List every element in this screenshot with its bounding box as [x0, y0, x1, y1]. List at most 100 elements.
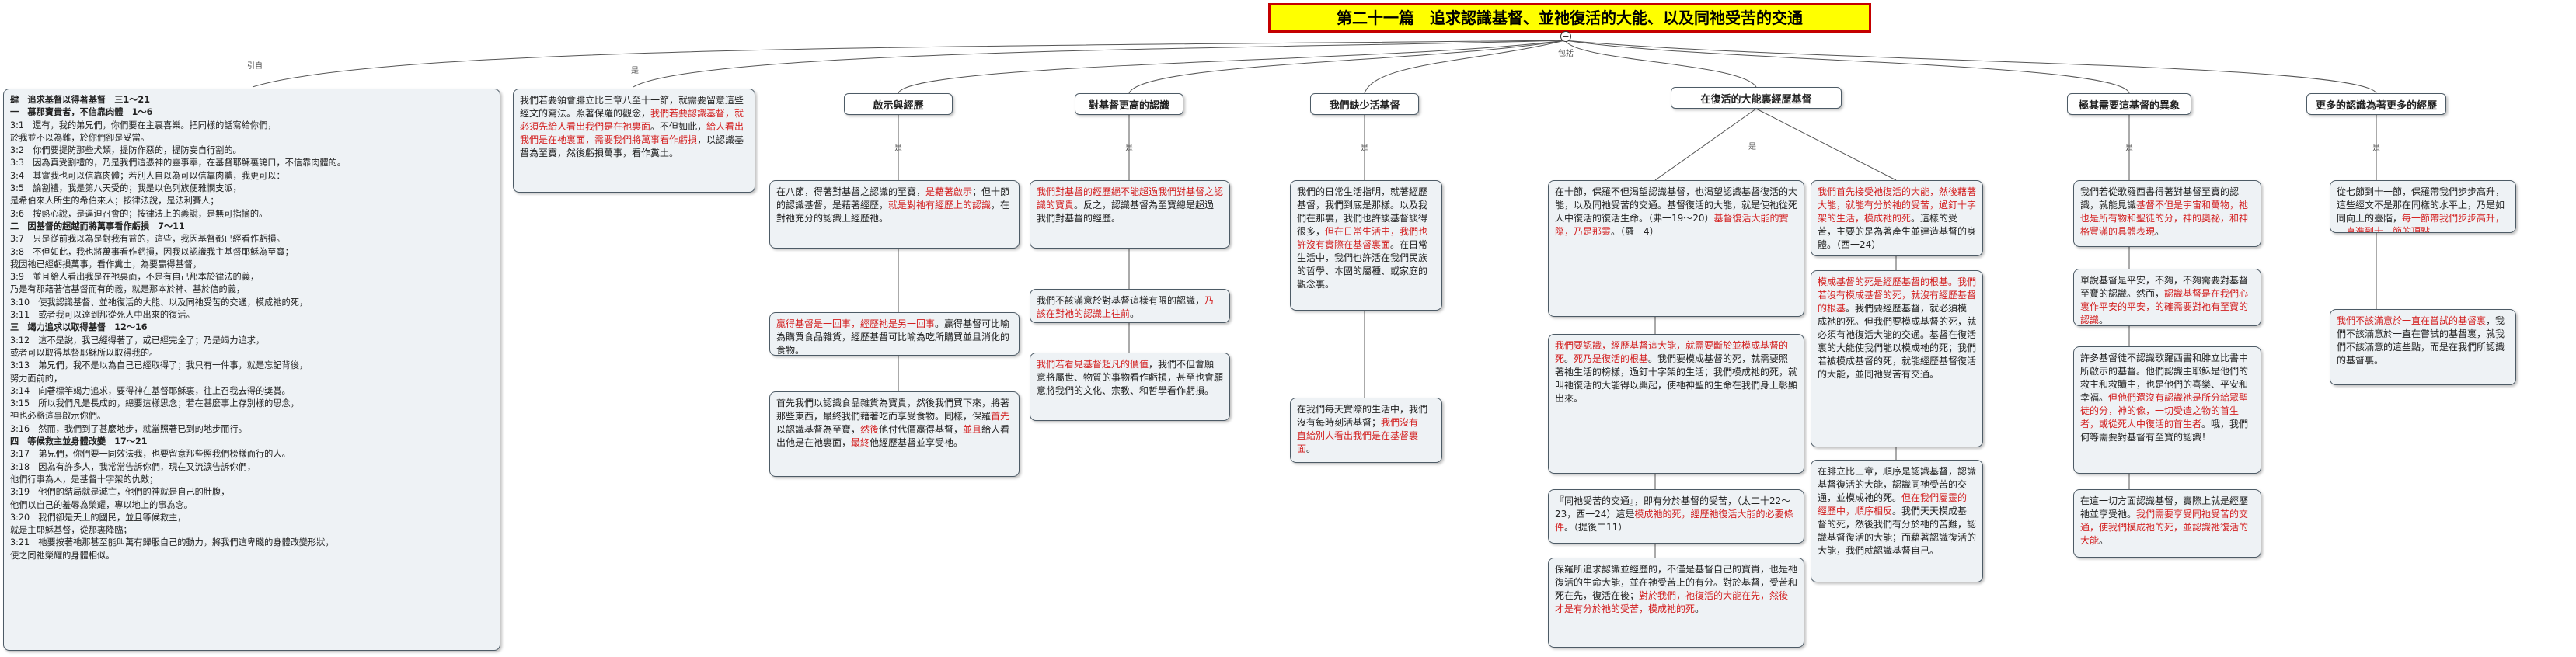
- text-run: 『同祂受苦的交通』，即有分於基督的受苦，（太二十22～23，西一24）這是: [1555, 495, 1791, 520]
- text-run: 我們的日常生活指明，就著經歷基督，我們到底是那樣。以及我們在那裏，我們也許談基督…: [1297, 186, 1428, 237]
- outline-heading: 一 慕那寶貴者，不信靠肉體 1～6: [10, 107, 153, 118]
- note-text: 我們首先接受祂復活的大能，然後藉著大能，就能有分於祂的受苦，過釘十字架的生活，模…: [1818, 186, 1976, 252]
- outline-heading: 肆 追求基督以得著基督 三1～21: [10, 95, 150, 105]
- text-run: 。在日常生活中，我們也許活在我們民族的哲學、本國的屬種、或家庭的觀念裏。: [1297, 239, 1428, 290]
- collapse-icon[interactable]: −: [1560, 31, 1571, 42]
- link-label: 是: [631, 67, 639, 75]
- text-run: 。: [2155, 226, 2165, 237]
- note-text: 我們要認識，經歷基督這大能，就需要斷於並模成基督的死。死乃是復活的根基。我們要模…: [1555, 339, 1797, 405]
- note-box: 模成基督的死是經歷基督的根基。我們若沒有模成基督的死，就沒有經歷基督的根基。我們…: [1811, 270, 1983, 447]
- note-text: 首先我們以認識食品雜貨為寶貴，然後我們買下來，將著那些東西，最終我們藉著吃而享受…: [776, 397, 1013, 450]
- highlight-text: 我們沒有一直給別人看出我們是在基督裏面: [1297, 417, 1428, 454]
- verse-line: 3:6 按熱心說，是逼迫召會的；按律法上的義說，是無可指摘的。: [10, 208, 268, 219]
- note-text: 單說基督是平安，不夠，不夠需要對基督至寶的認識。然而，認識基督是在我們心裏作平安…: [2080, 274, 2254, 325]
- note-text: 從七節到十一節，保羅帶我們步步高升，這些經文不是那在同樣的水平上，乃是如同向上的…: [2337, 186, 2509, 233]
- note-box: 在十節，保羅不但渴望認識基督，也渴望認識基督復活的大能，以及同祂受苦的交通。基督…: [1548, 180, 1804, 317]
- highlight-text: 模成基督的死是經歷基督的根基。我們若沒有模成基督的死，就沒有經歷基督的根基: [1818, 276, 1977, 314]
- text-run: 在這一切方面認識基督，實際上就是經歷祂並享受祂。: [2080, 495, 2249, 520]
- note-text: 許多基督徒不認識歌羅西書和腓立比書中所啟示的基督。他們認識主耶穌是他們的救主和救…: [2080, 352, 2254, 444]
- note-text: 我們若要領會腓立比三章八至十一節，就需要留意這些經文的寫法。照著保羅的觀念，我們…: [520, 94, 748, 160]
- text-run: ，在對祂充分的認識上經歷祂。: [776, 200, 1010, 224]
- outline-heading: 四 等候救主並身體改變 17～21: [10, 436, 148, 447]
- text-run: 。: [1695, 603, 1705, 614]
- text-run: 。不但如此，: [650, 121, 707, 132]
- heading-higher-knowledge: 對基督更高的認識: [1075, 93, 1183, 115]
- text-run: 他經歷基督並享受祂。: [870, 437, 964, 448]
- highlight-text: 但他們還沒有認識祂是所分給眾聖徒的分，神的像，一切受造之物的首生者，或從死人中復…: [2080, 392, 2249, 429]
- verse-line: 3:11 或者我可以達到那從死人中出來的復活。: [10, 310, 195, 321]
- text-run: 保羅所追求認識並經歷的，不僅是基督自己的寶貴，也是祂復活的生命大能，並在祂受苦上…: [1555, 564, 1798, 601]
- verse-line: 3:14 向著標竿竭力追求，要得神在基督耶穌裏，往上召我去得的獎賞。: [10, 385, 291, 396]
- highlight-text: 基督復活大能的實際，乃是那靈: [1555, 213, 1789, 237]
- note-text: 我們若從歌羅西書得著對基督至寶的認識，就能見識基督不但是宇宙和萬物，祂也是所有物…: [2080, 186, 2254, 238]
- note-box: 從七節到十一節，保羅帶我們步步高升，這些經文不是那在同樣的水平上，乃是如同向上的…: [2330, 180, 2516, 233]
- highlight-text: 我們要認識，經歷基督這大能，就需要斷於並模成基督的死: [1555, 340, 1789, 364]
- text-run: 。（羅一4）: [1611, 226, 1659, 237]
- note-text: 我們若看見基督超凡的價值，我們不但會願意將屬世、物質的事物看作虧損，甚至也會願意…: [1037, 358, 1223, 398]
- verse-line: 或者可以取得基督耶穌所以取得我的。: [10, 347, 159, 358]
- note-text: 在十節，保羅不但渴望認識基督，也渴望認識基督復活的大能，以及同祂受苦的交通。基督…: [1555, 186, 1797, 238]
- note-box: 我們不該滿意於一直在嘗試的基督裏，我們不該滿意於一直在嘗試的基督裏，就我們不該滿…: [2330, 309, 2516, 385]
- text-run: 。: [2099, 315, 2109, 325]
- text-run: 。我們天天模成基督的死，然後我們有分於祂的苦難，認識基督復活的大能；而藉著認識復…: [1818, 506, 1977, 556]
- verse-line: 3:16 然而，我們到了甚麼地步，就當照著已到的地步而行。: [10, 423, 247, 434]
- heading-more-knowledge: 更多的認識為著更多的經歷: [2306, 93, 2446, 115]
- link-label: 是: [1361, 144, 1368, 153]
- text-run: 。哦，我們何等需要對基督有至寶的認識！: [2080, 419, 2249, 443]
- verse-line: 3:13 弟兄們，我不是以為自己已經取得了；我只有一件事，就是忘記背後，: [10, 360, 308, 371]
- text-run: 在八節，得著對基督之認識的至寶，: [776, 186, 926, 197]
- outline-heading: 二 因基督的超越而將萬事看作虧損 7～11: [10, 221, 185, 231]
- text-run: 我們不該滿意於對基督這樣有限的認識，: [1037, 295, 1205, 306]
- note-text: 贏得基督是一回事，經歷祂是另一回事。贏得基督可比喻為購買食品雜貨，經歷基督可比喻…: [776, 318, 1013, 356]
- verse-line: 3:17 弟兄們，你們要一同效法我，也要留意那些照我們榜樣而行的人。: [10, 449, 291, 460]
- verse-line: 3:4 其實我也可以信靠肉體；若別人自以為可以信靠肉體，我更可以：: [10, 170, 285, 181]
- text-run: 。我們要經歷基督，就必須模成祂的死。但我們要模成基督的死，就必須有祂復活大能的交…: [1818, 303, 1977, 380]
- note-text: 我們的日常生活指明，就著經歷基督，我們到底是那樣。以及我們在那裏，我們也許談基督…: [1297, 186, 1435, 291]
- text-run: ，我們不但會願意將屬世、物質的事物看作虧損，甚至也會願意將我們的文化、宗教、和哲…: [1037, 359, 1224, 396]
- heading-revelation-experience: 啟示與經歷: [844, 93, 953, 115]
- note-box: 『同祂受苦的交通』，即有分於基督的受苦，（太二十22～23，西一24）這是模成祂…: [1548, 489, 1804, 544]
- note-box: 在這一切方面認識基督，實際上就是經歷祂並享受祂。我們需要享受同祂受苦的交通，使我…: [2073, 489, 2261, 558]
- highlight-text: 我們對基督的經歷絕不能超過我們對基督之認識的寶貴: [1037, 186, 1224, 210]
- verse-line: 3:12 這不是說，我已經得著了，或已經完全了；乃是竭力追求，: [10, 335, 265, 346]
- note-box: 在我們每天實際的生活中，我們沒有每時刻活基督；我們沒有一直給別人看出我們是在基督…: [1290, 398, 1442, 463]
- verse-line: 努力面前的，: [10, 373, 63, 384]
- text-run: 。: [2430, 226, 2440, 233]
- text-run: 我們若要領會腓立比三章八至十一節，就需要留意這些經文的寫法。照著保羅的觀念，: [520, 95, 744, 119]
- text-run: ，我們不該滿意於一直在嘗試的基督裏，就我們不該滿意的這些點，而是在我們所認識的基…: [2337, 315, 2505, 366]
- text-run: 。贏得基督可比喻為購買食品雜貨，經歷基督可比喻為吃所購買並且消化的食物。: [776, 318, 1010, 356]
- note-box: 我們對基督的經歷絕不能超過我們對基督之認識的寶貴。反之，認識基督為至寶總是超過我…: [1030, 180, 1230, 249]
- highlight-text: 但在我們屬靈的經歷中，順序相反: [1818, 492, 1968, 516]
- verse-line: 3:1 還有，我的弟兄們，你們要在主裏喜樂。把同樣的話寫給你們，: [10, 120, 277, 130]
- note-box: 在腓立比三章，順序是認識基督，認識基督復活的大能，認識同祂受苦的交通，並模成祂的…: [1811, 460, 1983, 582]
- highlight-text: 贏得基督是一回事，經歷祂是另一回事: [776, 318, 936, 329]
- note-text: 在我們每天實際的生活中，我們沒有每時刻活基督；我們沒有一直給別人看出我們是在基督…: [1297, 403, 1435, 456]
- intro-note: 我們若要領會腓立比三章八至十一節，就需要留意這些經文的寫法。照著保羅的觀念，我們…: [513, 89, 755, 193]
- highlight-text: 基督不但是宇宙和萬物，祂也是所有物和聖徒的分，神的奧祕，和神格豐滿的具體表現: [2080, 200, 2249, 237]
- note-box: 我們若從歌羅西書得著對基督至寶的認識，就能見識基督不但是宇宙和萬物，祂也是所有物…: [2073, 180, 2261, 247]
- highlight-text: 我們若要認識基督，就必須先給人看出我們是在祂裏面: [520, 108, 744, 132]
- verse-line: 神也必將這事啟示你們。: [10, 411, 106, 422]
- highlight-text: 但在日常生活中，我們也許沒有實際在基督裏面: [1297, 226, 1428, 250]
- note-box: 我們首先接受祂復活的大能，然後藉著大能，就能有分於祂的受苦，過釘十字架的生活，模…: [1811, 180, 1983, 256]
- link-label: 包括: [1558, 50, 1574, 58]
- highlight-text: 是藉著啟示: [925, 186, 973, 197]
- text-run: 單說基督是平安，不夠，不夠需要對基督至寶的認識。然而，: [2080, 275, 2249, 299]
- text-run: 。我們要模成基督的死，就需要照著祂生活的榜樣，過釘十字架的生活；我們模成祂的死，…: [1555, 353, 1798, 404]
- text-run: 從七節到十一節，保羅帶我們步步高升，這些經文不是那在同樣的水平上，乃是如同向上的…: [2337, 186, 2505, 224]
- verse-line: 3:3 因為真受割禮的，乃是我們這憑神的靈事奉，在基督耶穌裏誇口，不信靠肉體的。: [10, 158, 346, 169]
- diagram-title: 第二十一篇 追求認識基督、並祂復活的大能、以及同祂受苦的交通: [1268, 3, 1871, 33]
- text-run: ；但十節的認識基督，是藉著經歷，: [776, 186, 1010, 210]
- heading-lack-of-living-christ: 我們缺少活基督: [1310, 93, 1419, 115]
- note-box: 我們要認識，經歷基督這大能，就需要斷於並模成基督的死。死乃是復活的根基。我們要模…: [1548, 334, 1804, 474]
- note-text: 『同祂受苦的交通』，即有分於基督的受苦，（太二十22～23，西一24）這是模成祂…: [1555, 495, 1797, 534]
- note-text: 我們不該滿意於對基督這樣有限的認識，乃該在對祂的認識上往前。: [1037, 294, 1223, 321]
- note-text: 我們不該滿意於一直在嘗試的基督裏，我們不該滿意於一直在嘗試的基督裏，就我們不該滿…: [2337, 315, 2509, 367]
- verse-line: 就是主耶穌基督，從那裏降臨；: [10, 525, 132, 536]
- verse-line: 他們以自己的羞辱為榮耀，專以地上的事為念。: [10, 499, 193, 510]
- text-run: 許多基督徒不認識歌羅西書和腓立比書中所啟示的基督。他們認識主耶穌是他們的救主和救…: [2080, 353, 2249, 403]
- highlight-text: 每一節帶我們步步高升，一直進到十一節的頂點: [2337, 213, 2505, 233]
- text-run: 。反之，認識基督為至寶總是超過我們對基督的經歷。: [1037, 200, 1215, 224]
- highlight-text: 就是對祂有經歷上的認識: [888, 200, 992, 210]
